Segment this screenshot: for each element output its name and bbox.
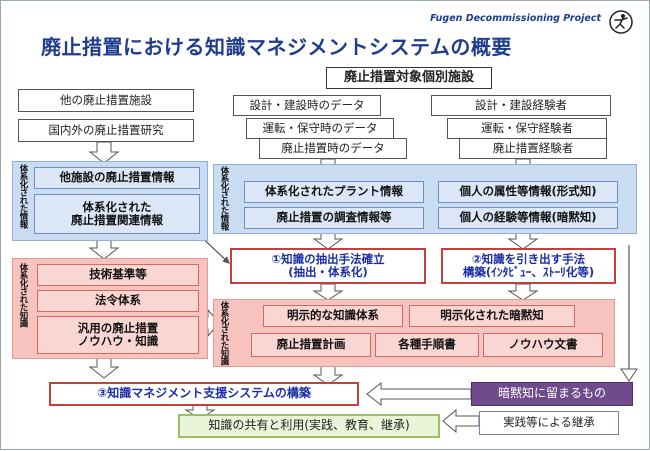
extraction-method-box: ①知識の抽出手法確立 (抽出・体系化) (230, 248, 426, 284)
procedures-box: 各種手順書 (375, 333, 479, 357)
extraction-method-text: ①知識の抽出手法確立 (抽出・体系化) (271, 251, 385, 279)
related-info-box: 体系化された 廃止措置関連情報 (34, 194, 200, 234)
arrow-tacit-to-system (366, 381, 472, 407)
survey-info-box: 廃止措置の調査情報等 (244, 207, 424, 229)
arrow-method1-to-knowledge (312, 283, 344, 301)
fugen-logo (599, 7, 643, 37)
arrow-practice-to-sharing (442, 408, 480, 434)
other-info-box: 他施設の廃止措置情報 (34, 167, 200, 189)
arrow-knowledge-to-system (88, 357, 120, 379)
left-knowledge-label: 体系化された知識 (18, 263, 28, 327)
related-info-text: 体系化された 廃止措置関連情報 (71, 199, 163, 227)
arrow-research-down (88, 141, 120, 164)
project-name: Fugen Decommissioning Project (430, 13, 601, 24)
mid-info-label: 体系化された情報 (219, 166, 229, 230)
decom-plan-box: 廃止措置計画 (251, 333, 371, 357)
exp-info-box: 個人の経験等情報(暗黙知) (438, 207, 618, 229)
tacit-remaining-box: 暗黙知に留まるもの (471, 382, 633, 406)
decom-data-box: 廃止措置時のデータ (259, 138, 407, 159)
target-facility-box: 廃止措置対象個別施設 (326, 67, 492, 89)
left-info-label: 体系化された情報 (18, 164, 28, 228)
plant-info-box: 体系化されたプラント情報 (244, 181, 424, 203)
attr-info-box: 個人の属性等情報(形式知) (438, 181, 618, 203)
mid-knowledge-label: 体系化された知識 (219, 301, 229, 365)
practice-box: 実践等による継承 (479, 411, 619, 435)
decom-staff-box: 廃止措置経験者 (459, 138, 607, 159)
arrow-right-long-head (620, 368, 638, 382)
sharing-box: 知識の共有と利用(実践、教育、継承) (178, 414, 440, 438)
arrow-info-to-knowledge (88, 238, 120, 260)
other-facility-box: 他の廃止措置施設 (18, 89, 194, 112)
general-knowhow-text: 汎用の廃止措置 ノウハウ・知識 (77, 320, 159, 348)
research-box: 国内外の廃止措置研究 (18, 119, 194, 142)
km-system-box: ③知識マネジメント支援システムの構築 (49, 382, 359, 406)
design-staff-box: 設計・建設経験者 (431, 95, 611, 116)
design-data-box: 設計・建設時のデータ (233, 95, 381, 116)
tech-standards-box: 技術基準等 (37, 264, 199, 286)
knowhow-docs-box: ノウハウ文書 (483, 333, 603, 357)
laws-box: 法令体系 (37, 290, 199, 312)
diagram-title: 廃止措置における知識マネジメントシステムの概要 (41, 35, 512, 59)
elicitation-method-box: ②知識を引き出す手法 構築(ｲﾝﾀﾋﾞｭｰ、ｽﾄｰﾘ化等) (441, 248, 616, 284)
operation-staff-box: 運転・保守経験者 (447, 118, 607, 139)
operation-data-box: 運転・保守時のデータ (246, 118, 394, 139)
tacit-knowledge-box: 明示化された暗黙知 (409, 305, 575, 327)
elicitation-method-text: ②知識を引き出す手法 構築(ｲﾝﾀﾋﾞｭｰ、ｽﾄｰﾘ化等) (462, 251, 595, 279)
arrow-method2-to-knowledge (507, 283, 539, 301)
general-knowhow-box: 汎用の廃止措置 ノウハウ・知識 (37, 316, 199, 354)
explicit-knowledge-box: 明示的な知識体系 (263, 305, 403, 327)
